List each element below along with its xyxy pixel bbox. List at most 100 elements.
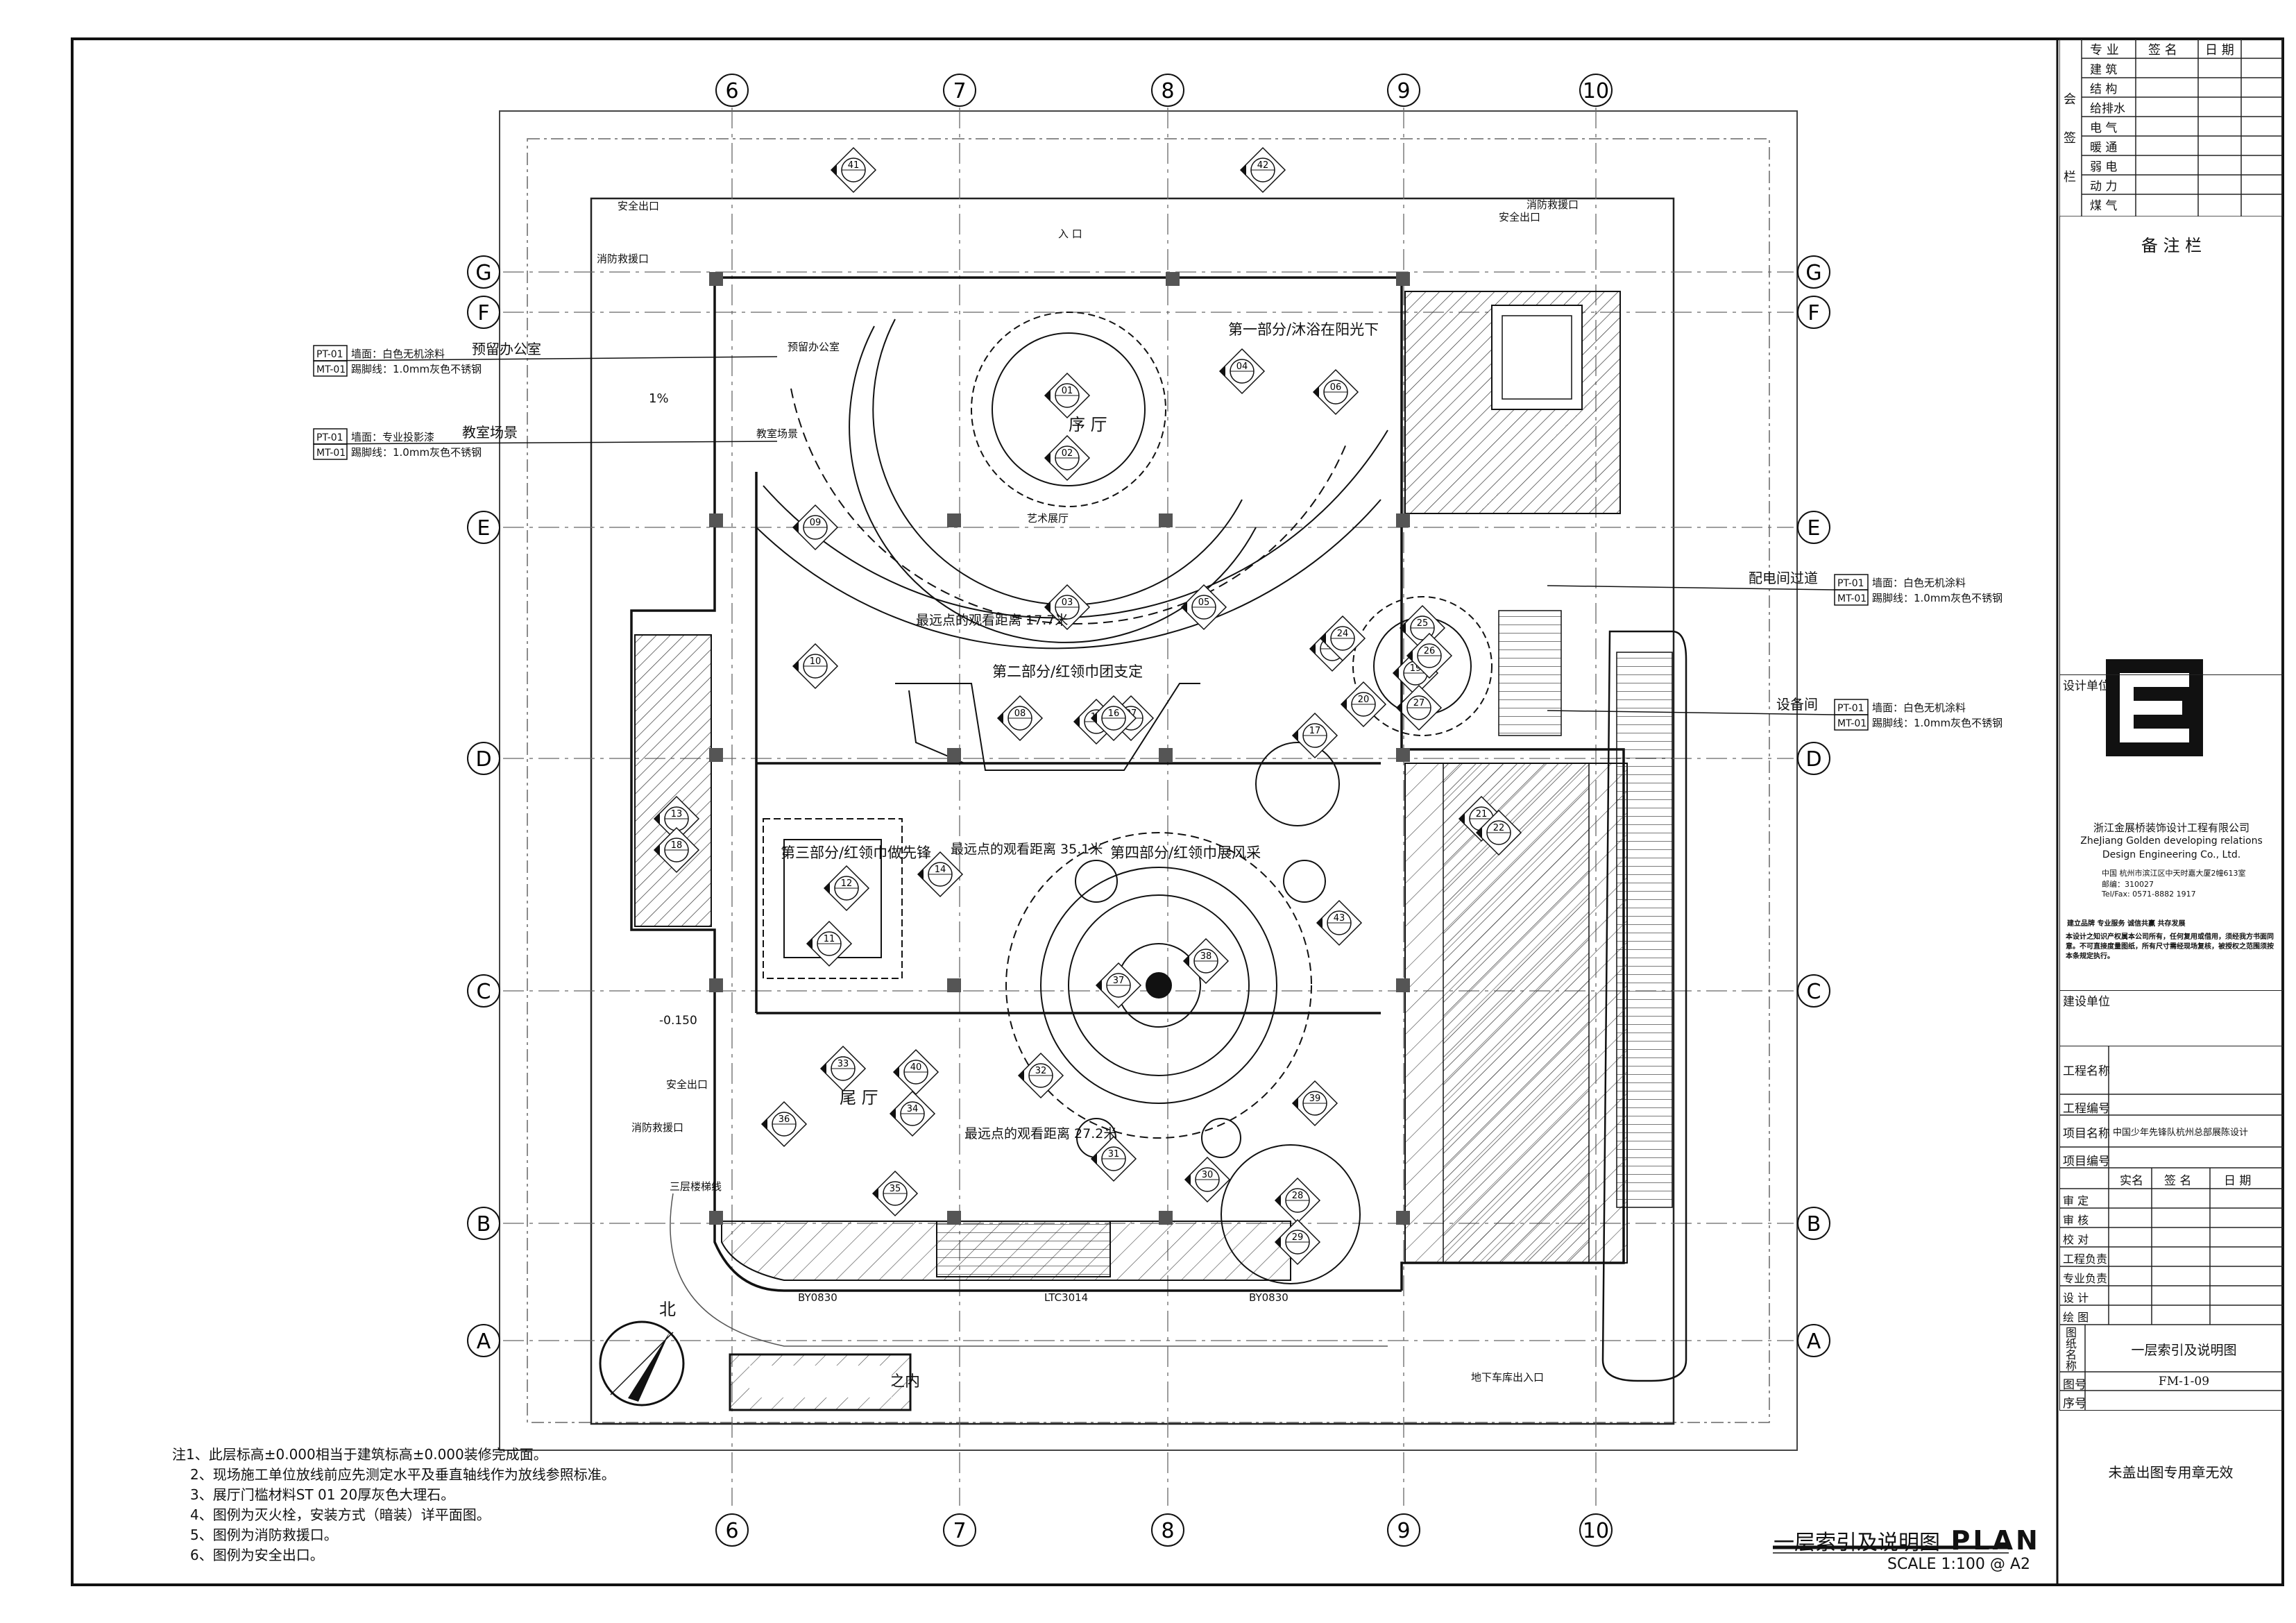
room-label-dist3: 最远点的观看距离 27.2米 bbox=[964, 1126, 1116, 1141]
index-tag-13: 13 bbox=[653, 795, 700, 842]
title-en: PLAN bbox=[1950, 1525, 2041, 1556]
grid-label-row: G bbox=[1805, 261, 1821, 285]
role-header-date: 日 期 bbox=[2224, 1174, 2252, 1188]
callout-code2: MT-01 bbox=[316, 448, 346, 459]
index-tag-number: 34 bbox=[907, 1104, 919, 1114]
project-info-table: 工程名称 工程编号 项目名称 中国少年先锋队杭州总部展陈设计 项目编号 实名 签… bbox=[2059, 1046, 2284, 1411]
sign-table: 专 业 签 名 日 期 会 签 栏 建 筑结 构给排水电 气暖 通弱 电动 力煤… bbox=[2059, 39, 2283, 216]
grid-label-row: D bbox=[1805, 747, 1821, 772]
index-tag-30: 30 bbox=[1184, 1156, 1231, 1203]
grid-label-col: 8 bbox=[1161, 1519, 1174, 1543]
grid-label-row: E bbox=[477, 516, 491, 541]
title-block: 专 业 签 名 日 期 会 签 栏 建 筑结 构给排水电 气暖 通弱 电动 力煤… bbox=[2059, 39, 2284, 1585]
index-tag-31: 31 bbox=[1090, 1135, 1137, 1182]
stamp-note: 未盖出图专用章无效 bbox=[2108, 1464, 2234, 1481]
room-label-safety-exit-2: 安全出口 bbox=[1499, 211, 1540, 223]
room-label-safety-exit: 安全出口 bbox=[618, 200, 659, 212]
grid-bubble-col-9: 9 bbox=[1387, 74, 1420, 107]
room-label-section4: 第四部分/红领巾展风采 bbox=[1110, 844, 1261, 861]
grid-bubble-col-7: 7 bbox=[943, 1513, 976, 1547]
room-label-elev: -0.150 bbox=[659, 1014, 697, 1028]
grid-bubble-row-F: F bbox=[1797, 296, 1830, 329]
company-slogan: 建立品牌 专业服务 诚信共赢 共存发展 bbox=[2067, 920, 2186, 928]
room-label-dist2: 最远点的观看距离 35.1米 bbox=[951, 842, 1103, 857]
room-label-reserve-office: 预留办公室 bbox=[788, 341, 840, 353]
design-unit-label: 设计单位 bbox=[2063, 679, 2110, 693]
seq-label: 序号 bbox=[2063, 1397, 2086, 1411]
drawing-no-label: 图号 bbox=[2063, 1378, 2086, 1392]
discipline-1: 结 构 bbox=[2090, 83, 2118, 96]
grid-label-row: D bbox=[475, 747, 491, 772]
hatch-zone-west bbox=[634, 634, 712, 927]
index-tag-number: 39 bbox=[1309, 1094, 1321, 1104]
index-tag-38: 38 bbox=[1182, 937, 1230, 985]
index-tag-number: 36 bbox=[779, 1114, 790, 1125]
grid-bubble-row-B: B bbox=[1797, 1207, 1830, 1240]
grid-bubble-row-A: A bbox=[1797, 1324, 1830, 1357]
callout-code: PT-01 bbox=[1837, 578, 1864, 589]
index-tag-39: 39 bbox=[1291, 1080, 1338, 1127]
drawing-no-value: FM-1-09 bbox=[2158, 1375, 2210, 1388]
client-label: 建设单位 bbox=[2063, 995, 2110, 1009]
grid-bubble-row-C: C bbox=[1797, 974, 1830, 1008]
index-tag-08: 08 bbox=[996, 695, 1044, 742]
role-2: 校 对 bbox=[2063, 1233, 2089, 1246]
index-tag-number: 43 bbox=[1334, 913, 1345, 924]
index-tag-number: 27 bbox=[1413, 698, 1425, 708]
discipline-5: 弱 电 bbox=[2090, 160, 2118, 174]
room-label-fire-rescue: 消防救援口 bbox=[1527, 198, 1579, 211]
grid-bubble-row-A: A bbox=[467, 1324, 500, 1357]
drawing-title: 一层索引及说明图 PLAN bbox=[1774, 1525, 2041, 1556]
item-no-label: 项目编号 bbox=[2063, 1155, 2110, 1169]
callout-code2: MT-01 bbox=[316, 364, 346, 375]
item-name-value: 中国少年先锋队杭州总部展陈设计 bbox=[2113, 1128, 2249, 1138]
general-notes: 注1、此层标高±0.000相当于建筑标高±0.000装修完成面。2、现场施工单位… bbox=[172, 1445, 615, 1565]
index-tag-number: 03 bbox=[1062, 597, 1073, 608]
callout-text: 墙面：白色无机涂料 bbox=[351, 348, 445, 360]
material-callout bbox=[1547, 699, 1869, 731]
index-tag-33: 33 bbox=[819, 1045, 867, 1092]
index-tag-26: 26 bbox=[1406, 632, 1453, 679]
index-tag-number: 24 bbox=[1337, 629, 1349, 639]
note-6: 6、图例为安全出口。 bbox=[190, 1547, 324, 1563]
index-tag-number: 14 bbox=[935, 865, 946, 875]
grid-label-row: C bbox=[477, 980, 491, 1004]
role-6: 绘 图 bbox=[2063, 1311, 2089, 1324]
room-label-dist1: 最远点的观看距离 17.7米 bbox=[916, 613, 1068, 628]
grid-bubble-col-6: 6 bbox=[715, 1513, 749, 1547]
index-tag-number: 04 bbox=[1236, 362, 1248, 372]
company-logo bbox=[2106, 659, 2203, 756]
discipline-7: 煤 气 bbox=[2090, 199, 2118, 213]
index-tag-01: 01 bbox=[1044, 372, 1091, 419]
discipline-0: 建 筑 bbox=[2090, 63, 2118, 77]
grid-bubble-col-8: 8 bbox=[1151, 74, 1184, 107]
grid-label-row: G bbox=[475, 261, 491, 285]
scale-label: SCALE 1:100 @ A2 bbox=[1887, 1556, 2030, 1573]
company-en-1: ZheJiang Golden developing relations bbox=[2080, 835, 2263, 847]
index-tag-number: 22 bbox=[1493, 823, 1505, 833]
grid-bubble-col-6: 6 bbox=[715, 74, 749, 107]
room-label-teaching: 教室场景 bbox=[756, 427, 798, 440]
remarks-box: 备 注 栏 bbox=[2059, 216, 2284, 675]
room-label-door2: LTC3014 bbox=[1044, 1291, 1088, 1304]
index-tag-number: 17 bbox=[1309, 726, 1321, 736]
index-tag-number: 35 bbox=[890, 1184, 901, 1194]
sheet-border bbox=[71, 37, 2284, 1586]
index-tag-06: 06 bbox=[1312, 368, 1359, 416]
role-3: 工程负责 bbox=[2063, 1252, 2108, 1266]
index-tag-09: 09 bbox=[792, 504, 839, 551]
index-tag-number: 29 bbox=[1292, 1232, 1304, 1243]
room-label-underground: 地下车库出入口 bbox=[1471, 1371, 1544, 1384]
grid-label-col: 6 bbox=[725, 1519, 738, 1543]
grid-bubble-row-G: G bbox=[1797, 255, 1830, 289]
company-postcode: 邮编：310027 bbox=[2102, 880, 2154, 889]
role-1: 审 核 bbox=[2063, 1214, 2089, 1227]
grid-label-col: 8 bbox=[1161, 79, 1174, 103]
material-callout bbox=[1547, 574, 1869, 606]
index-tag-35: 35 bbox=[871, 1170, 919, 1217]
index-tag-number: 25 bbox=[1417, 618, 1429, 629]
index-tag-04: 04 bbox=[1218, 348, 1266, 395]
index-tag-number: 08 bbox=[1014, 708, 1026, 719]
company-name: 浙江金展桥装饰设计工程有限公司 bbox=[2093, 822, 2250, 834]
